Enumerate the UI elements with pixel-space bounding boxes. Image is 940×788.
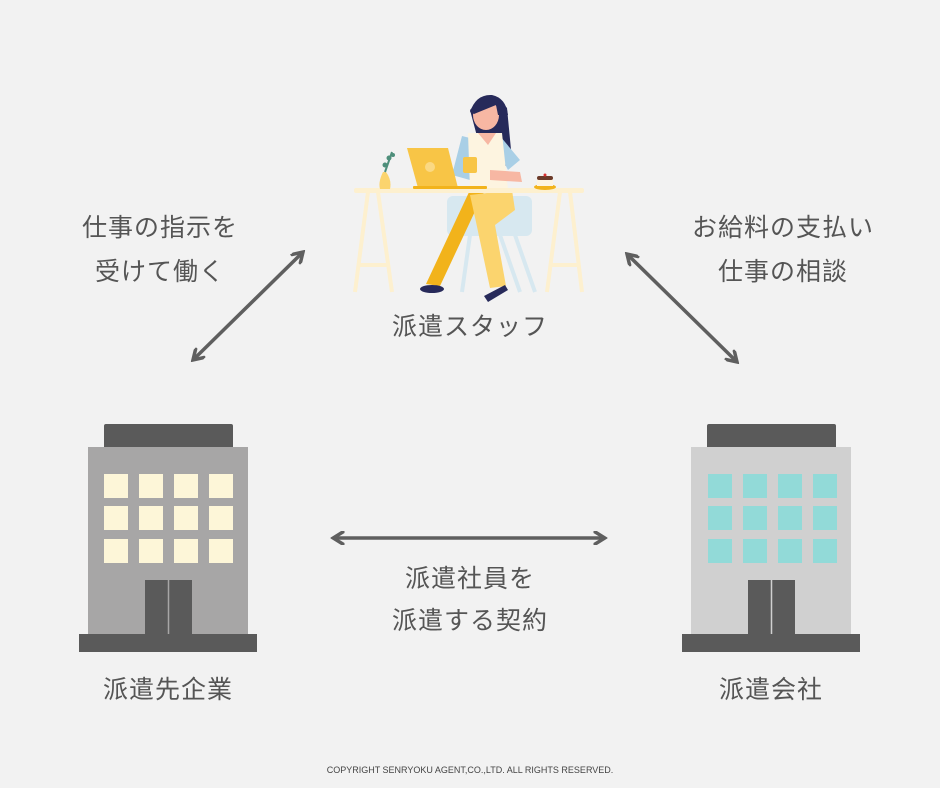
staff-label: 派遣スタッフ xyxy=(391,312,549,341)
right-arrow-text-line: お給料の支払い xyxy=(691,213,875,242)
left-arrow-text-line: 受けて働く xyxy=(94,257,226,286)
right-arrow-label: お給料の支払い 仕事の相談 xyxy=(692,206,874,294)
bottom-arrow-label: 派遣社員を 派遣する契約 xyxy=(392,558,548,642)
client-building-icon xyxy=(79,424,257,652)
copyright-text: COPYRIGHT SENRYOKU AGENT,CO.,LTD. ALL RI… xyxy=(326,765,614,775)
agency-label: 派遣会社 xyxy=(718,675,824,704)
left-arrow-label: 仕事の指示を 受けて働く xyxy=(82,206,238,294)
double-arrow-icon xyxy=(629,256,735,360)
double-arrow-icon xyxy=(195,254,301,358)
right-arrow-text-line: 仕事の相談 xyxy=(717,257,849,286)
left-arrow-text-line: 仕事の指示を xyxy=(81,213,239,242)
agency-building-icon xyxy=(682,424,860,652)
bottom-arrow-text-line: 派遣社員を xyxy=(404,564,536,593)
woman-at-desk-illustration xyxy=(353,94,584,302)
client-company-label: 派遣先企業 xyxy=(102,675,234,704)
bottom-arrow-text-line: 派遣する契約 xyxy=(391,606,549,635)
